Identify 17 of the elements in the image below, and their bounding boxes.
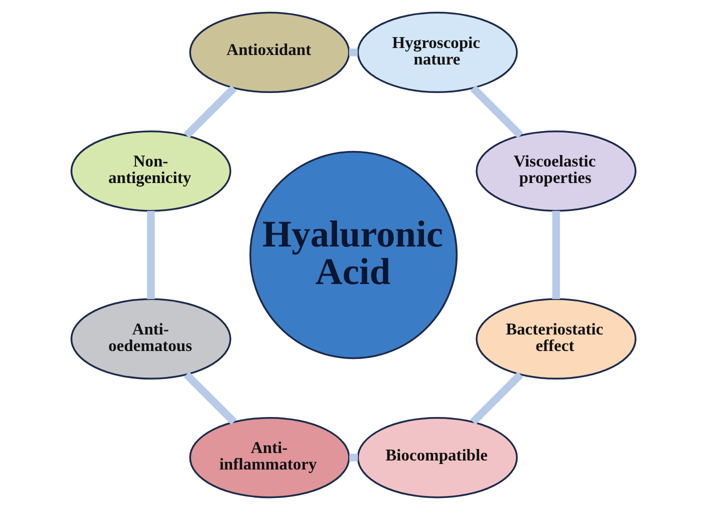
- node-circle: Hyaluronic Acid: [248, 150, 458, 360]
- node-ellipse: Non- antigenicity: [70, 130, 231, 212]
- node-ellipse: Antioxidant: [188, 12, 350, 94]
- node-ellipse: Anti- oedematous: [70, 298, 231, 380]
- node-ellipse: Viscoelastic properties: [475, 130, 636, 212]
- node-ellipse: Biocompatible: [356, 416, 518, 498]
- connector: [470, 85, 523, 138]
- connector: [552, 210, 560, 300]
- connector: [146, 210, 154, 300]
- node-ellipse: Anti- inflammatory: [188, 416, 350, 498]
- node-ellipse: Hygroscopic nature: [356, 12, 518, 94]
- connector: [183, 372, 236, 425]
- node-ellipse: Bacteriostatic effect: [475, 298, 636, 380]
- connector: [470, 372, 523, 425]
- connector: [348, 454, 358, 462]
- connector: [183, 85, 236, 138]
- connector: [348, 48, 358, 56]
